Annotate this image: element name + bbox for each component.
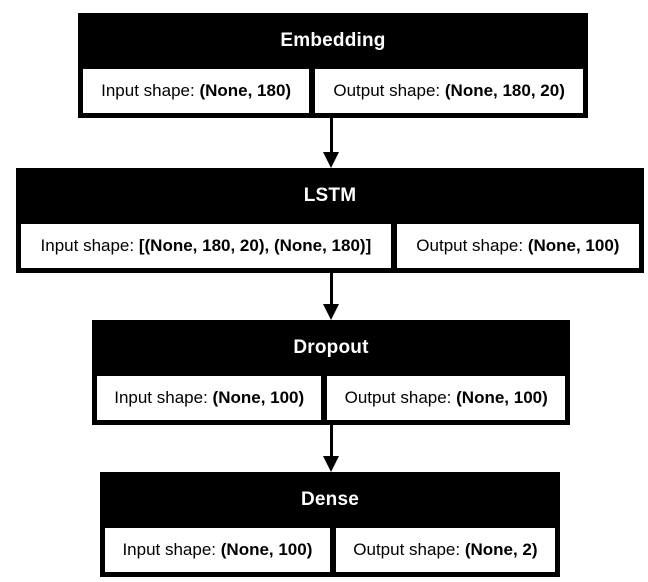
arrow-line: [329, 273, 333, 304]
shape-row: Input shape: [(None, 180, 20), (None, 18…: [21, 224, 639, 268]
arrow-head-icon: [323, 304, 339, 320]
output-shape-label: Output shape:: [333, 81, 445, 100]
edge-dropout-to-dense: [323, 425, 339, 472]
input-shape-value: [(None, 180, 20), (None, 180)]: [138, 236, 372, 255]
output-shape-value: (None, 100): [527, 236, 620, 255]
output-shape-label: Output shape:: [353, 540, 465, 559]
input-shape-value: (None, 180): [199, 81, 292, 100]
input-shape-value: (None, 100): [212, 388, 305, 407]
output-shape-cell: Output shape: (None, 180, 20): [315, 69, 584, 113]
shape-row: Input shape: (None, 180) Output shape: (…: [83, 69, 584, 113]
layer-name: Embedding: [280, 30, 386, 51]
layer-node-dropout: Dropout Input shape: (None, 100) Output …: [92, 320, 570, 425]
output-shape-value: (None, 180, 20): [444, 81, 565, 100]
input-shape-cell: Input shape: (None, 180): [83, 69, 310, 113]
output-shape-value: (None, 2): [464, 540, 538, 559]
layer-node-dense: Dense Input shape: (None, 100) Output sh…: [100, 472, 560, 577]
input-shape-cell: Input shape: (None, 100): [97, 376, 322, 420]
arrow-head-icon: [323, 152, 339, 168]
shape-row: Input shape: (None, 100) Output shape: (…: [97, 376, 565, 420]
output-shape-cell: Output shape: (None, 100): [396, 224, 639, 268]
input-shape-value: (None, 100): [220, 540, 313, 559]
input-shape-label: Input shape:: [122, 540, 221, 559]
layer-name: LSTM: [303, 185, 357, 206]
output-shape-cell: Output shape: (None, 2): [335, 528, 555, 572]
edge-lstm-to-dropout: [323, 273, 339, 320]
input-shape-label: Input shape:: [114, 388, 213, 407]
layer-node-lstm: LSTM Input shape: [(None, 180, 20), (Non…: [16, 168, 644, 273]
output-shape-value: (None, 100): [456, 388, 548, 407]
edge-embedding-to-lstm: [323, 118, 339, 168]
input-shape-cell: Input shape: (None, 100): [105, 528, 330, 572]
layer-name: Dense: [300, 489, 360, 510]
input-shape-label: Input shape:: [40, 236, 139, 255]
output-shape-label: Output shape:: [416, 236, 528, 255]
arrow-line: [329, 118, 333, 152]
arrow-line: [329, 425, 333, 456]
layer-node-embedding: Embedding Input shape: (None, 180) Outpu…: [78, 13, 588, 118]
input-shape-label: Input shape:: [101, 81, 200, 100]
output-shape-label: Output shape:: [344, 388, 457, 407]
output-shape-cell: Output shape: (None, 100): [327, 376, 565, 420]
shape-row: Input shape: (None, 100) Output shape: (…: [105, 528, 555, 572]
layer-name: Dropout: [293, 337, 369, 358]
input-shape-cell: Input shape: [(None, 180, 20), (None, 18…: [21, 224, 391, 268]
arrow-head-icon: [323, 456, 339, 472]
